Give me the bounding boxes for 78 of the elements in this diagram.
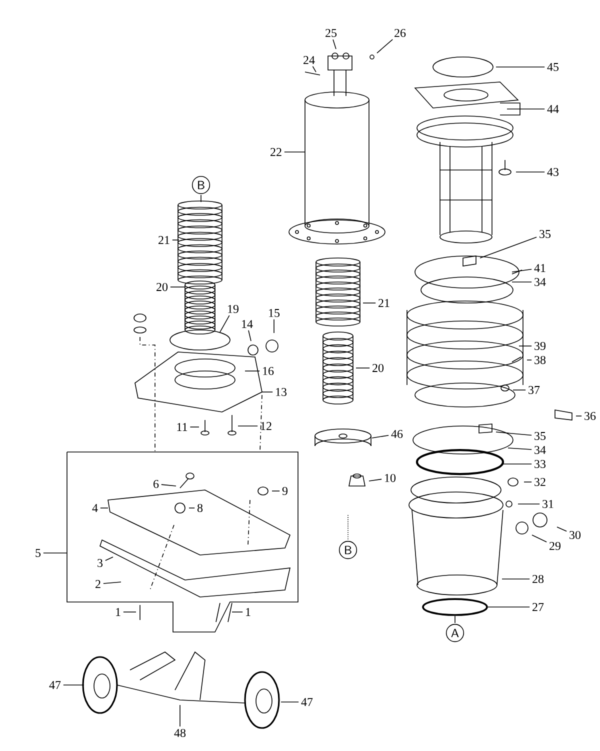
callout-number: 46 (391, 430, 403, 438)
callout-number: 47 (301, 698, 313, 706)
callout-number: 32 (534, 478, 546, 486)
leader-line (480, 236, 537, 258)
leader-line (512, 268, 532, 272)
leader-line (220, 315, 230, 332)
callout-number: 11 (177, 423, 188, 431)
callout-number: 12 (261, 422, 272, 430)
callout-number: 34 (534, 446, 546, 454)
callout-number: 36 (584, 412, 596, 420)
callout-number: 41 (534, 264, 546, 272)
leader-line (496, 66, 545, 68)
callout-number: 16 (263, 366, 274, 376)
callout-number: 43 (547, 168, 559, 176)
callout-number: 1 (116, 608, 120, 616)
callout-number: 20 (156, 282, 168, 292)
leader-line (506, 108, 545, 110)
leader-line (332, 39, 336, 50)
callout-number: 44 (547, 105, 559, 113)
callout-number: 10 (385, 474, 396, 482)
callout-number: 21 (158, 236, 170, 244)
leader-line (63, 684, 84, 686)
leader-line (502, 578, 530, 580)
callout-number: 1 (246, 608, 250, 616)
circled-letter: B (192, 176, 210, 194)
callout-number: 19 (228, 304, 238, 314)
circled-letter: A (446, 624, 464, 642)
callout-number: 24 (304, 56, 315, 64)
callout-number: 8 (197, 504, 203, 512)
callout-number: 6 (154, 480, 159, 488)
leader-line (248, 330, 252, 342)
leader-line (556, 526, 567, 532)
callout-number: 27 (532, 603, 544, 611)
leader-line (312, 66, 316, 72)
leader-line (488, 606, 530, 608)
callout-number: 34 (534, 278, 546, 286)
leader-line (161, 484, 176, 486)
callout-number: 45 (547, 63, 559, 72)
leader-line (105, 556, 114, 561)
callout-number: 15 (269, 308, 280, 318)
callout-number: 20 (372, 364, 384, 372)
callout-number: 14 (242, 320, 253, 328)
callout-number: 13 (276, 388, 287, 396)
leader-line (190, 426, 200, 428)
leader-line (532, 534, 547, 542)
leader-line (43, 552, 68, 554)
leader-line (170, 286, 186, 288)
leader-line (244, 370, 260, 372)
callout-number: 37 (528, 386, 540, 394)
leader-line (372, 434, 389, 438)
callout-number: 3 (98, 558, 103, 568)
callout-number: 26 (394, 28, 406, 38)
callout-number: 33 (534, 460, 546, 468)
leader-line (376, 39, 393, 54)
callout-number: 31 (542, 500, 554, 508)
callout-number: 28 (532, 574, 544, 584)
callout-number: 48 (174, 728, 186, 738)
leader-line (496, 432, 532, 436)
callout-number: 35 (540, 230, 551, 238)
leader-line (272, 490, 280, 492)
leader-line (368, 478, 382, 482)
callout-number: 39 (534, 342, 546, 350)
callout-number: 38 (534, 356, 546, 364)
leader-line (103, 582, 122, 584)
callout-number: 30 (570, 530, 581, 540)
callout-number: 5 (36, 549, 41, 557)
callout-number: 2 (96, 580, 100, 588)
callout-number: 35 (534, 432, 546, 440)
circled-letter: B (338, 540, 358, 560)
leader-line (362, 302, 376, 304)
callout-number: 22 (270, 148, 282, 156)
callout-number: 47 (49, 681, 61, 689)
leader-line (508, 448, 532, 450)
callout-number: 29 (550, 542, 560, 550)
callout-number: 9 (282, 486, 288, 496)
callout-number: 21 (378, 299, 390, 307)
callout-number: 25 (326, 28, 337, 38)
callout-number: 4 (92, 504, 98, 512)
